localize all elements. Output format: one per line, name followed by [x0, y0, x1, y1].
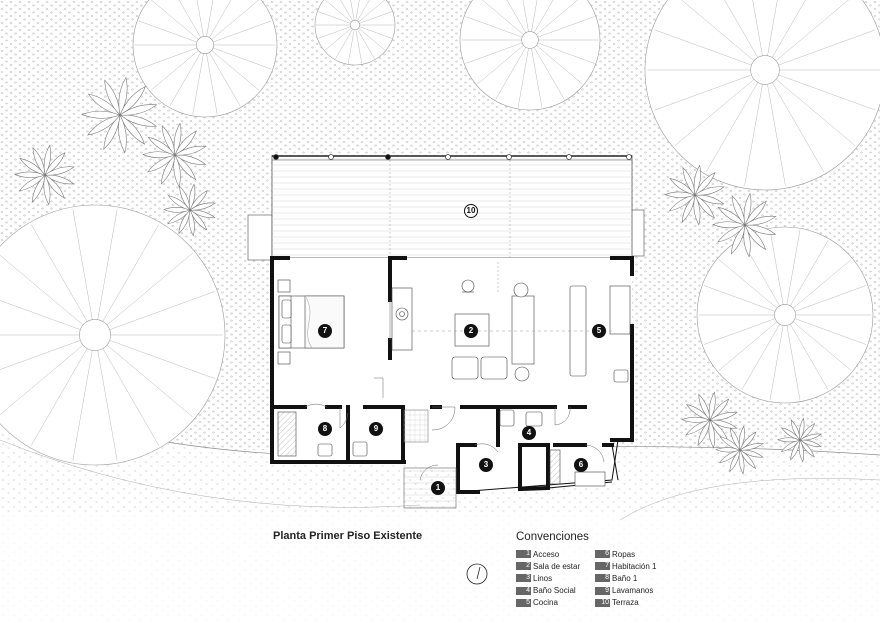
plan-title: Planta Primer Piso Existente — [273, 530, 423, 542]
room-tag-1: 1 — [431, 481, 445, 495]
walls — [270, 256, 634, 494]
room-tag-3: 3 — [479, 458, 493, 472]
room-tag-10: 10 — [464, 204, 478, 218]
tile-floor — [403, 409, 457, 509]
room-tag-5: 5 — [592, 324, 606, 338]
legend-title: Convenciones — [516, 531, 589, 543]
living-furniture — [391, 279, 631, 383]
palm-icon — [14, 76, 822, 475]
room-tag-8: 8 — [318, 422, 332, 436]
bathroom-fixtures — [277, 409, 606, 487]
terrace — [247, 154, 645, 261]
doors — [304, 300, 605, 481]
room-tag-6: 6 — [574, 458, 588, 472]
room-tag-9: 9 — [369, 422, 383, 436]
north-arrow-icon — [466, 563, 488, 585]
room-tag-2: 2 — [464, 324, 478, 338]
bed — [277, 279, 345, 365]
room-tag-7: 7 — [318, 324, 332, 338]
room-tag-4: 4 — [522, 426, 536, 440]
tree-icon — [0, 0, 880, 466]
